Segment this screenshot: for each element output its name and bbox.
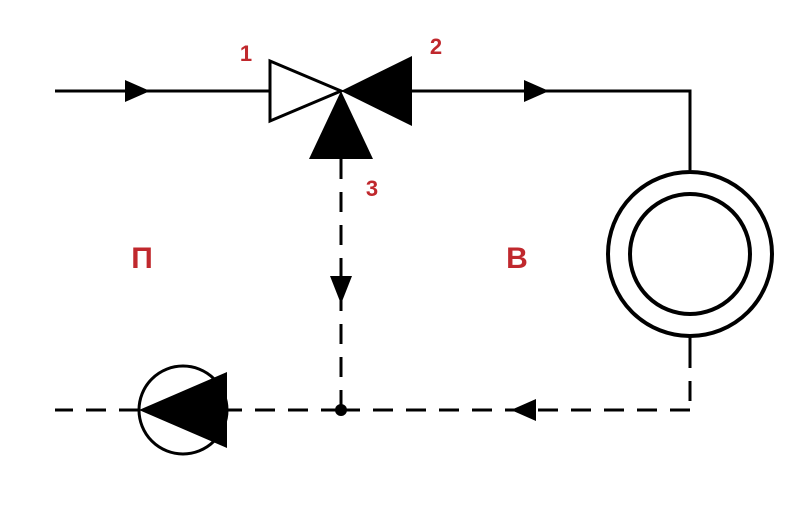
valve-port-2 [341, 56, 412, 126]
flow-arrow-icon [511, 399, 536, 421]
return-pipe [341, 348, 692, 412]
port-2-label: 2 [430, 34, 442, 59]
flow-arrow-icon [524, 80, 549, 102]
port-1-label: 1 [240, 41, 252, 66]
supply-pipe [55, 80, 270, 102]
heat-exchanger-icon [606, 170, 774, 348]
zone-left-label: П [131, 242, 153, 275]
flow-arrow-icon [125, 80, 150, 102]
outlet-pipe [412, 80, 692, 170]
bypass-pipe [330, 159, 352, 410]
valve-port-1 [268, 58, 345, 124]
pump-icon [137, 364, 229, 456]
three-way-valve-icon [268, 56, 412, 159]
flow-arrow-icon [330, 276, 352, 304]
port-3-label: 3 [366, 176, 378, 201]
zone-right-label: В [506, 242, 528, 275]
valve-port-3 [309, 91, 373, 159]
